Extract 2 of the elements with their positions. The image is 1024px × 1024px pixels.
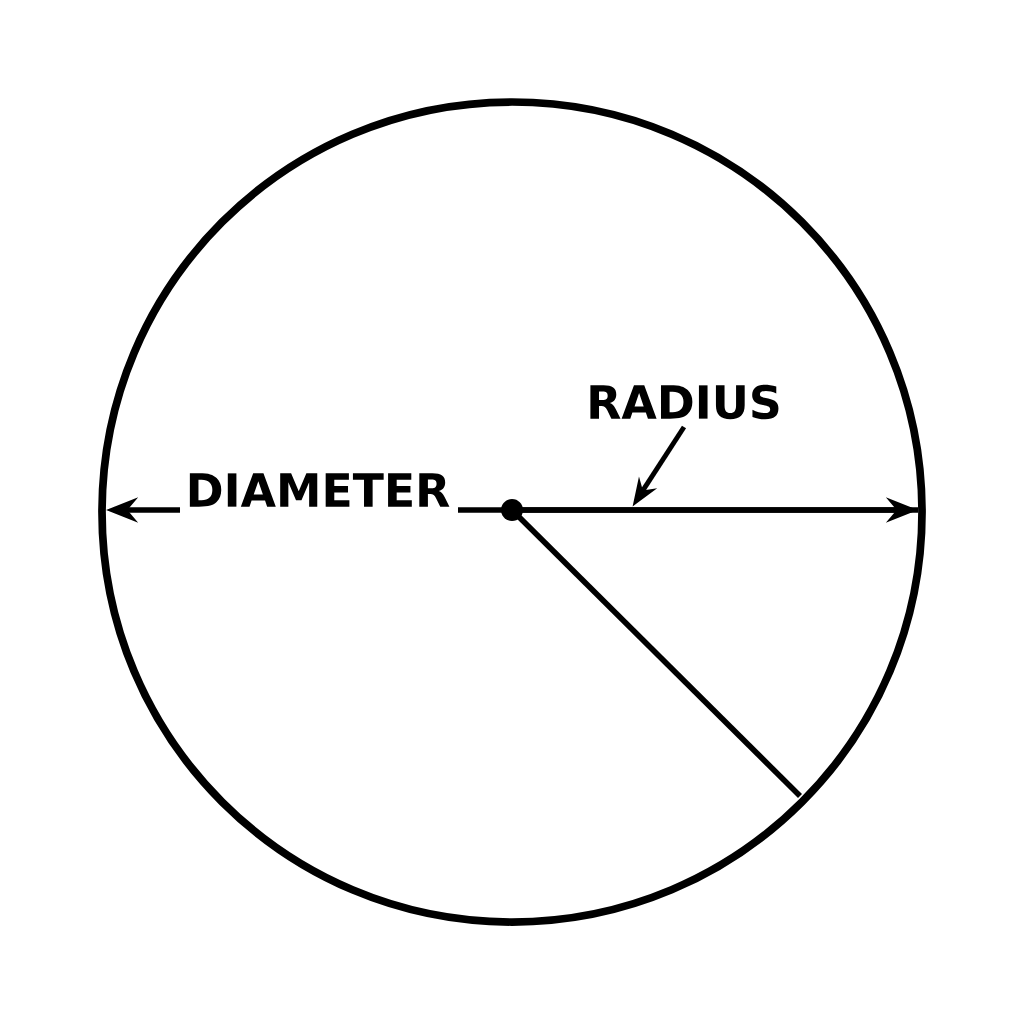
text-label: DIAMETER xyxy=(189,473,450,507)
text-label: RADIUS xyxy=(590,384,779,420)
